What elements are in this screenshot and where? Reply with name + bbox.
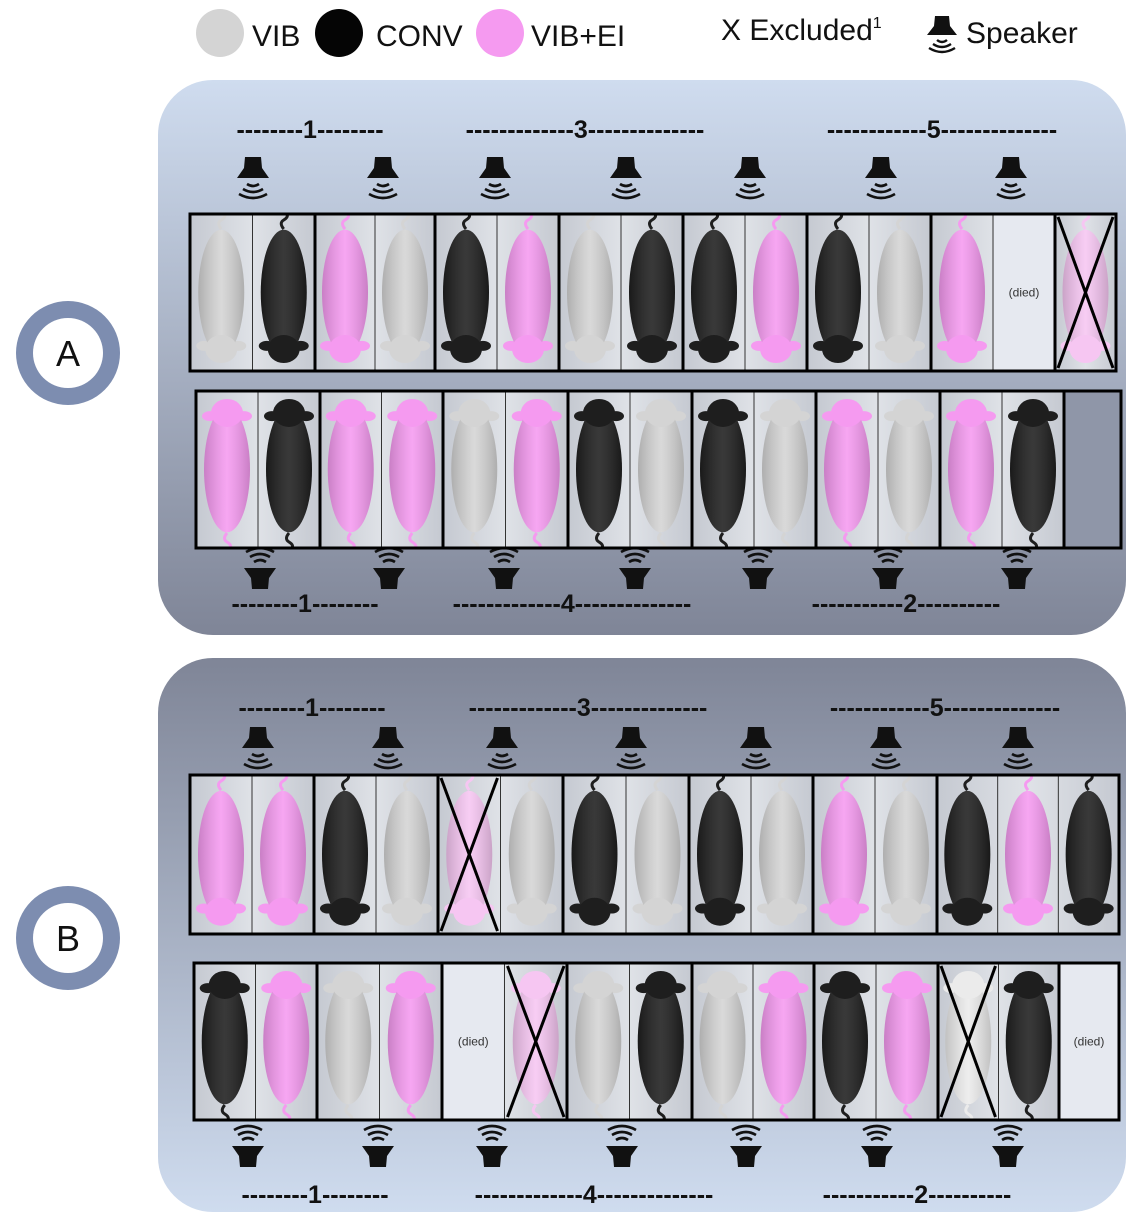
pen	[443, 391, 568, 548]
legend-conv-label: CONV	[376, 20, 463, 53]
pen	[937, 775, 1119, 934]
pen: (died)	[442, 963, 567, 1120]
panel-b-bottom-group-1: --------1--------	[241, 1181, 388, 1209]
svg-text:X Excluded1: X Excluded1	[721, 14, 882, 47]
pen	[196, 391, 320, 548]
empty-pen	[1065, 392, 1120, 547]
pen	[692, 963, 814, 1120]
died-label: (died)	[1074, 1035, 1105, 1049]
panel-a-top-row: (died)	[190, 214, 1116, 371]
panel-b-bottom-row: (died) (died)	[194, 963, 1119, 1120]
panel-a-top-group-1: --------1--------	[236, 116, 383, 144]
pen	[194, 963, 317, 1120]
pen	[567, 963, 692, 1120]
pen	[938, 963, 1059, 1120]
died-label: (died)	[458, 1035, 489, 1049]
pen	[315, 214, 435, 371]
panel-a-top-group-5: ------------5--------------	[827, 116, 1057, 144]
pen	[1064, 391, 1121, 548]
panel-a-badge: A	[16, 301, 120, 405]
pen	[438, 775, 563, 934]
legend-vibei-swatch	[476, 9, 524, 57]
panel-a-bottom-group-2: -----------2----------	[812, 590, 1001, 618]
panel-b-top-group-5: ------------5--------------	[830, 694, 1060, 722]
speaker-icon	[927, 16, 957, 52]
pen	[814, 963, 938, 1120]
pen: (died)	[931, 214, 1055, 371]
panel-a-letter: A	[56, 333, 80, 374]
pen	[559, 214, 683, 371]
pen	[1055, 214, 1116, 371]
legend-vibei-label: VIB+EI	[531, 20, 625, 53]
pen	[568, 391, 692, 548]
panel-a-bottom-group-4: -------------4--------------	[453, 590, 692, 618]
panel-b-top-row	[190, 775, 1119, 934]
legend-conv-swatch	[315, 9, 363, 57]
pen	[190, 214, 315, 371]
pen	[435, 214, 559, 371]
legend-excluded-label: X Excluded	[721, 14, 873, 47]
panel-b-top-group-3: -------------3--------------	[469, 694, 708, 722]
pen	[320, 391, 443, 548]
panel-b-bottom-group-2: -----------2----------	[823, 1181, 1012, 1209]
panel-b-top-group-1: --------1--------	[238, 694, 385, 722]
died-label: (died)	[1009, 286, 1040, 300]
panel-a-top-group-3: -------------3--------------	[466, 116, 705, 144]
panel-a-bottom-row	[196, 391, 1121, 548]
pen	[683, 214, 807, 371]
pen	[816, 391, 940, 548]
legend-excluded-footnote: 1	[873, 15, 882, 32]
pen	[563, 775, 689, 934]
pen	[807, 214, 931, 371]
pen	[190, 775, 314, 934]
legend: VIB CONV VIB+EI X Excluded1 Speaker	[196, 9, 1078, 57]
pen	[692, 391, 816, 548]
legend-vib-swatch	[196, 9, 244, 57]
pen	[940, 391, 1064, 548]
legend-speaker-label: Speaker	[966, 17, 1078, 50]
legend-vib-label: VIB	[252, 20, 300, 53]
panel-b-letter: B	[56, 918, 80, 959]
pen	[314, 775, 438, 934]
panel-b-badge: B	[16, 886, 120, 990]
panel-a-bottom-group-1: --------1--------	[231, 590, 378, 618]
pen	[317, 963, 442, 1120]
pen	[813, 775, 937, 934]
pen	[689, 775, 813, 934]
panel-b-bottom-group-4: -------------4--------------	[475, 1181, 714, 1209]
pen: (died)	[1059, 963, 1119, 1120]
